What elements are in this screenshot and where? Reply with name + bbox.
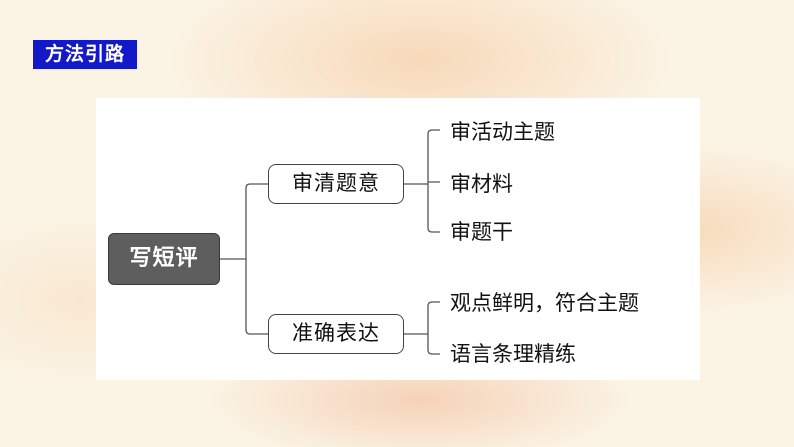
- branch-node-1: 审清题意: [268, 164, 404, 204]
- branch-node-2: 准确表达: [268, 314, 404, 354]
- branch-1-bracket: [427, 129, 440, 233]
- root-node: 写短评: [108, 233, 220, 285]
- leaf-node: 审活动主题: [450, 120, 555, 144]
- root-bracket: [245, 183, 268, 335]
- section-tag: 方法引路: [33, 40, 137, 69]
- leaf-node: 观点鲜明，符合主题: [450, 291, 639, 315]
- leaf-node: 审题干: [450, 220, 513, 244]
- leaf-node: 语言条理精练: [450, 342, 576, 366]
- leaf-node: 审材料: [450, 172, 513, 196]
- branch-2-bracket: [427, 301, 440, 355]
